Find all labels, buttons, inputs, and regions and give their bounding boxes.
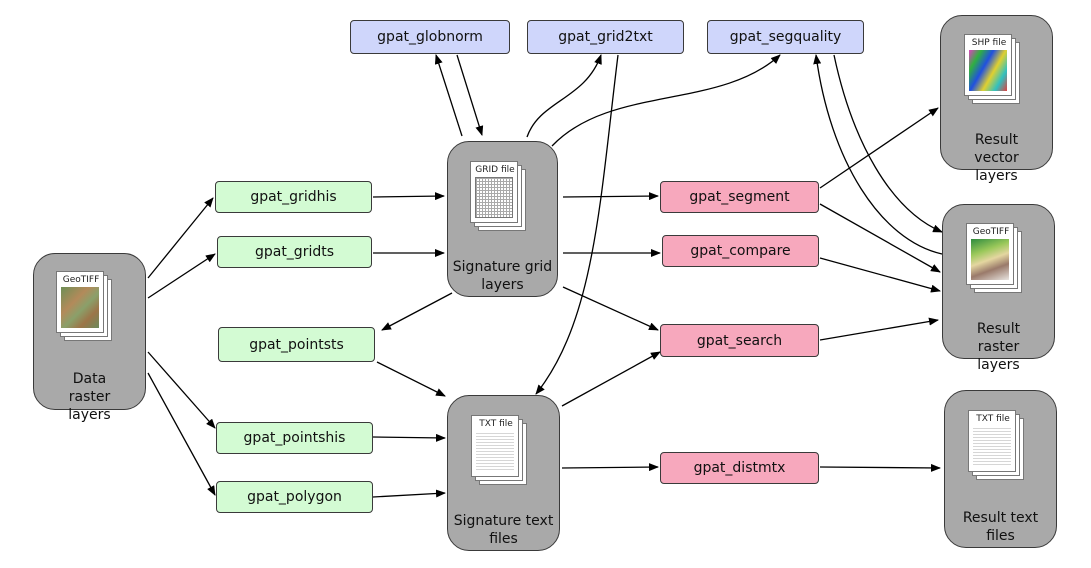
- edge-text-to-distmtx: [561, 463, 659, 472]
- terrain-thumbnail-icon: [61, 287, 99, 328]
- group-data-raster-layers: GeoTIFF Data raster layers: [33, 253, 146, 423]
- tool-label: gpat_polygon: [247, 489, 342, 505]
- tool-gpat-globnorm: gpat_globnorm: [350, 20, 510, 54]
- tool-label: gpat_compare: [690, 243, 791, 259]
- tool-label: gpat_globnorm: [377, 29, 483, 45]
- edge-data-to-pointshis: [147, 351, 216, 429]
- group-label: Result text files: [962, 510, 1039, 544]
- edge-gridhis-to-grid: [372, 192, 445, 201]
- edge-data-to-gridhis: [147, 197, 214, 279]
- group-signature-grid-layers: GRID file Signature grid layers: [447, 141, 558, 297]
- edge-grid-to-grid2txt: [526, 54, 602, 138]
- group-label: Data raster layers: [68, 371, 111, 423]
- segmentation-map-icon: [969, 50, 1007, 91]
- edge-compare-to-raster: [819, 257, 941, 293]
- group-label: Signature text files: [453, 513, 554, 547]
- edge-pointsts-to-text: [376, 361, 446, 397]
- tool-gpat-pointshis: gpat_pointshis: [216, 422, 373, 454]
- tool-gpat-gridhis: gpat_gridhis: [215, 181, 372, 213]
- tool-gpat-polygon: gpat_polygon: [216, 481, 373, 513]
- tool-label: gpat_pointshis: [243, 430, 346, 446]
- tool-gpat-search: gpat_search: [660, 324, 819, 357]
- edge-distmtx-to-resulttext: [819, 463, 941, 472]
- tool-label: gpat_gridts: [254, 244, 335, 260]
- edge-pointshis-to-text: [372, 433, 446, 442]
- edge-polygon-to-text: [372, 489, 446, 498]
- group-label: Result vector layers: [974, 132, 1019, 184]
- edge-search-to-raster: [819, 317, 939, 341]
- file-label: TXT file: [479, 419, 513, 429]
- edge-grid-to-pointsts: [381, 292, 453, 331]
- file-label: GRID file: [475, 165, 515, 175]
- text-lines-icon: [973, 426, 1011, 467]
- tool-gpat-distmtx: gpat_distmtx: [660, 452, 819, 484]
- txt-file-icon: TXT file: [471, 415, 527, 485]
- edge-grid2txt-to-text: [535, 54, 619, 395]
- tool-label: gpat_pointsts: [249, 336, 344, 353]
- edge-segment-to-vector: [819, 107, 939, 189]
- tool-gpat-segquality: gpat_segquality: [707, 20, 864, 54]
- tool-gpat-grid2txt: gpat_grid2txt: [527, 20, 684, 54]
- group-result-text-files: TXT file Result text files: [944, 390, 1057, 548]
- file-label: SHP file: [971, 38, 1007, 48]
- file-label: GeoTIFF: [62, 275, 100, 285]
- file-label: GeoTIFF: [972, 227, 1010, 237]
- edge-grid-to-search: [562, 286, 659, 331]
- group-result-raster-layers: GeoTIFF Result raster layers: [942, 204, 1055, 373]
- file-label: TXT file: [976, 414, 1010, 424]
- edge-text-to-search: [561, 351, 661, 407]
- grid-pattern-icon: [475, 177, 513, 218]
- group-signature-text-files: TXT file Signature text files: [447, 395, 560, 551]
- tool-label: gpat_search: [696, 332, 783, 349]
- edge-segment-to-raster: [819, 203, 941, 273]
- tool-gpat-segment: gpat_segment: [660, 181, 819, 213]
- group-result-vector-layers: SHP file Result vector layers: [940, 15, 1053, 184]
- tool-label: gpat_segment: [689, 189, 790, 205]
- tool-gpat-compare: gpat_compare: [662, 235, 819, 267]
- edge-grid-to-segquality: [551, 54, 781, 147]
- txt-file-icon: TXT file: [968, 410, 1024, 480]
- tool-gpat-pointsts: gpat_pointsts: [218, 327, 375, 362]
- shp-file-icon: SHP file: [964, 34, 1020, 104]
- edge-raster-to-segquality: [813, 54, 943, 255]
- geotiff-file-icon: GeoTIFF: [966, 223, 1022, 293]
- tool-gpat-gridts: gpat_gridts: [217, 236, 372, 268]
- geotiff-file-icon: GeoTIFF: [56, 271, 112, 341]
- tool-label: gpat_segquality: [729, 29, 842, 45]
- elevation-thumbnail-icon: [971, 239, 1009, 280]
- edge-globnorm-to-grid: [456, 54, 484, 136]
- tool-label: gpat_distmtx: [693, 460, 786, 476]
- edge-grid-to-segment: [562, 192, 659, 201]
- grid-file-icon: GRID file: [470, 161, 526, 231]
- edge-grid-to-globnorm: [434, 54, 463, 137]
- edge-data-to-polygon: [147, 372, 216, 496]
- tool-label: gpat_gridhis: [250, 189, 337, 205]
- edge-segquality-to-raster: [833, 54, 943, 233]
- edge-data-to-gridts: [147, 253, 216, 299]
- group-label: Signature grid layers: [452, 259, 553, 293]
- tool-label: gpat_grid2txt: [558, 29, 653, 45]
- text-lines-icon: [476, 431, 514, 472]
- group-label: Result raster layers: [976, 321, 1021, 373]
